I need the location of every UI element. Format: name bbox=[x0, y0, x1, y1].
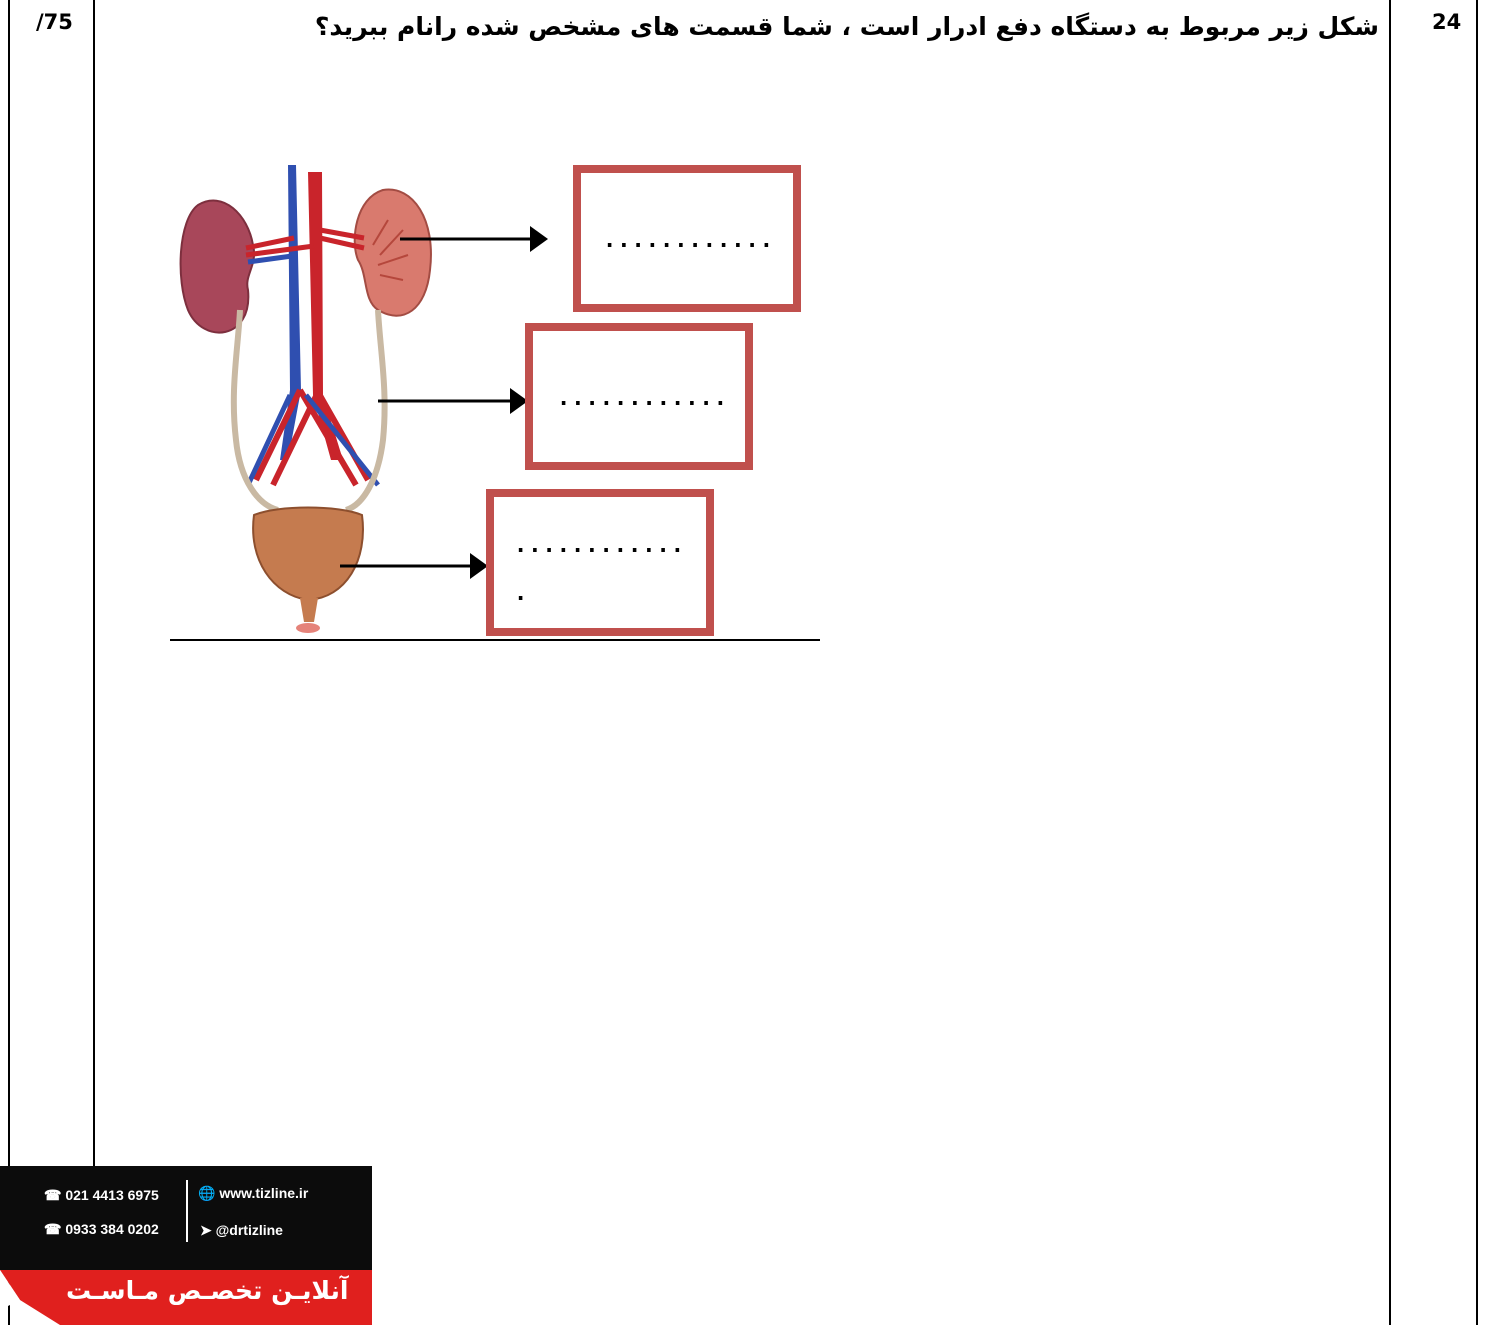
answer-box-bladder[interactable]: ............ . bbox=[486, 489, 714, 636]
telegram-handle[interactable]: @drtizline bbox=[216, 1222, 283, 1238]
left-kidney bbox=[181, 201, 255, 333]
question-number: 24 bbox=[1432, 10, 1461, 34]
phone-1: 021 4413 6975 bbox=[65, 1187, 158, 1203]
answer-blank-1: ............ bbox=[603, 228, 774, 253]
score-label: /75 bbox=[36, 10, 73, 34]
tizline-banner: ☎ 021 4413 6975 ☎ 0933 384 0202 🌐 www.ti… bbox=[0, 1166, 376, 1325]
right-kidney bbox=[355, 190, 431, 316]
answer-blank-3-extra: . bbox=[514, 581, 528, 606]
globe-icon: 🌐 bbox=[198, 1185, 215, 1201]
website-link[interactable]: www.tizline.ir bbox=[219, 1185, 308, 1201]
banner-divider bbox=[186, 1180, 188, 1242]
answer-blank-3: ............ bbox=[514, 533, 685, 558]
phone-icon: ☎ bbox=[44, 1221, 61, 1237]
answer-blank-2: ............ bbox=[557, 386, 728, 411]
phone-2: 0933 384 0202 bbox=[65, 1221, 158, 1237]
left-ureter bbox=[234, 310, 278, 510]
urinary-system-figure: ............ ............ ............ . bbox=[168, 160, 820, 644]
answer-box-ureter[interactable]: ............ bbox=[525, 323, 753, 470]
bladder bbox=[253, 508, 363, 601]
banner-slogan: آنلایـن تخصـص مـاسـت bbox=[66, 1276, 348, 1305]
figure-baseline bbox=[170, 639, 820, 641]
telegram-icon: ➤ bbox=[200, 1222, 212, 1238]
phone-icon: ☎ bbox=[44, 1187, 61, 1203]
number-column-divider bbox=[1389, 0, 1391, 1325]
answer-box-kidney[interactable]: ............ bbox=[573, 165, 801, 312]
question-text: شکل زیر مربوط به دستگاه دفع ادرار است ، … bbox=[315, 12, 1379, 41]
score-column-divider bbox=[93, 0, 95, 1325]
